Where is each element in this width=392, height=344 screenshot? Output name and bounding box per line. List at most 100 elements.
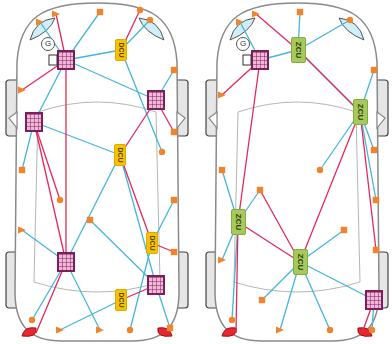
junction-box xyxy=(58,253,74,271)
wire xyxy=(34,122,60,200)
wire xyxy=(34,122,120,155)
junction-box-body xyxy=(58,51,74,69)
sensor xyxy=(347,17,353,23)
control-unit-box: ZCU xyxy=(231,209,246,235)
wire xyxy=(298,20,350,50)
lamp xyxy=(218,92,226,99)
lamp xyxy=(276,327,284,334)
wire xyxy=(360,112,376,200)
wire xyxy=(66,155,120,262)
sensor xyxy=(127,327,133,333)
wire xyxy=(34,122,66,262)
wire xyxy=(238,60,260,222)
junction-box-body xyxy=(366,291,382,309)
unit-label: ZCU xyxy=(356,104,364,120)
wire xyxy=(238,222,300,262)
actuator xyxy=(171,197,177,203)
junction-box xyxy=(49,51,74,69)
control-unit-box: DCU xyxy=(114,144,126,166)
actuator xyxy=(171,67,177,73)
unit-label: DCU xyxy=(117,147,124,162)
actuator xyxy=(341,227,347,233)
actuator xyxy=(373,247,379,253)
unit-label: DCU xyxy=(149,235,156,250)
unit-label: G xyxy=(240,40,246,48)
actuator xyxy=(259,297,265,303)
connector-plug xyxy=(243,55,251,65)
control-unit-box: ZCU xyxy=(291,37,306,63)
wire xyxy=(236,222,238,333)
wire xyxy=(300,112,360,262)
lamp xyxy=(56,327,64,334)
control-unit-box: DCU xyxy=(115,289,127,311)
lamp xyxy=(236,19,244,26)
actuator xyxy=(167,325,173,331)
wire xyxy=(300,262,374,300)
junction-box-body xyxy=(26,113,42,131)
actuator xyxy=(257,187,263,193)
generator-circle: G xyxy=(41,37,55,51)
junction-box-body xyxy=(148,276,164,294)
lamp xyxy=(52,11,60,18)
actuator xyxy=(371,147,377,153)
unit-label: G xyxy=(45,40,51,48)
connector-plug xyxy=(49,55,57,65)
actuator xyxy=(219,167,225,173)
control-unit-box: DCU xyxy=(115,39,127,61)
control-unit-box: DCU xyxy=(146,232,158,254)
sensor xyxy=(147,17,153,23)
sensor xyxy=(327,327,333,333)
lamp xyxy=(96,327,104,334)
sensor xyxy=(57,197,63,203)
unit-label: ZCU xyxy=(234,214,242,230)
unit-label: DCU xyxy=(118,292,125,307)
sensor xyxy=(137,7,143,13)
lamp xyxy=(18,227,26,234)
lamp xyxy=(36,19,44,26)
wire xyxy=(66,60,156,100)
sensor xyxy=(369,327,375,333)
wire xyxy=(298,50,360,112)
junction-box xyxy=(243,51,268,69)
wire xyxy=(66,262,100,330)
junction-box xyxy=(366,291,382,309)
lamp xyxy=(218,257,226,264)
wire xyxy=(36,262,66,333)
sensor xyxy=(317,167,323,173)
unit-label: DCU xyxy=(118,42,125,57)
junction-box-body xyxy=(58,253,74,271)
wire xyxy=(60,300,121,330)
actuator xyxy=(97,9,103,15)
sensor xyxy=(229,317,235,323)
junction-box xyxy=(148,276,164,294)
wire xyxy=(120,155,152,243)
car-left xyxy=(6,3,188,341)
junction-box-body xyxy=(148,91,164,109)
sensor xyxy=(29,317,35,323)
junction-box xyxy=(26,113,42,131)
wire xyxy=(120,155,156,285)
wire xyxy=(360,112,376,250)
car-right xyxy=(206,3,388,341)
actuator xyxy=(87,217,93,223)
actuator xyxy=(171,249,177,255)
actuator xyxy=(373,197,379,203)
generator-circle: G xyxy=(236,37,250,51)
junction-box-body xyxy=(252,51,268,69)
actuator xyxy=(171,129,177,135)
lamp xyxy=(18,87,26,94)
unit-label: ZCU xyxy=(294,42,302,58)
control-unit-box: ZCU xyxy=(353,99,368,125)
actuator xyxy=(297,9,303,15)
wire xyxy=(298,50,360,112)
actuator xyxy=(19,167,25,173)
unit-label: ZCU xyxy=(296,254,304,270)
lamp xyxy=(252,11,260,18)
control-unit-box: ZCU xyxy=(293,249,308,275)
wire xyxy=(65,60,66,262)
actuator xyxy=(371,67,377,73)
junction-box xyxy=(148,91,164,109)
sensor xyxy=(159,149,165,155)
